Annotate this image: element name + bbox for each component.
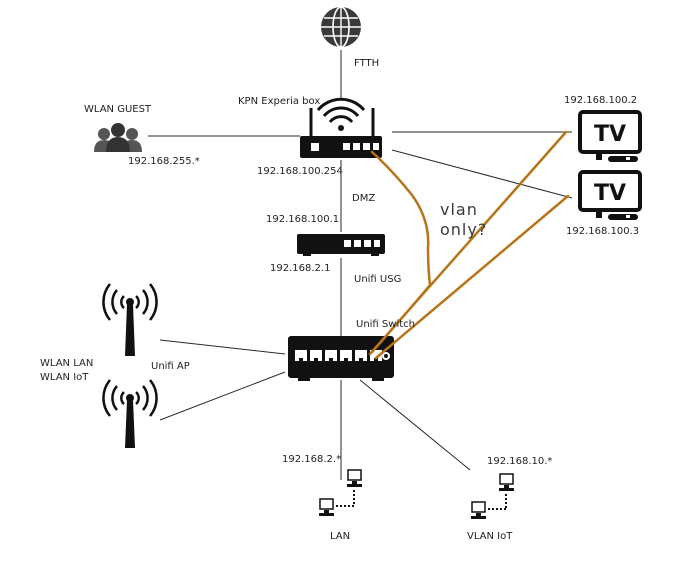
link-ap1-switch xyxy=(159,339,286,355)
link-ap2-switch xyxy=(159,371,286,421)
label-switch: Unifi Switch xyxy=(356,319,415,330)
note-vlan: vlan xyxy=(440,200,478,219)
label-tv1-ip: 192.168.100.2 xyxy=(564,95,637,106)
label-guest-subnet: 192.168.255.* xyxy=(128,156,200,167)
label-wlan-lan: WLAN LAN xyxy=(40,358,93,369)
annotation-strokes xyxy=(368,130,570,360)
link-switch-iot xyxy=(359,379,471,471)
label-iot-subnet: 192.168.10.* xyxy=(487,456,552,467)
label-usg: Unifi USG xyxy=(354,274,401,285)
computer-network-icon xyxy=(319,469,362,516)
label-dmz: DMZ xyxy=(352,193,375,204)
label-wlan-iot: WLAN IoT xyxy=(40,372,89,383)
tv-icon: TV xyxy=(578,170,642,220)
label-vlan-iot: VLAN IoT xyxy=(467,531,513,542)
label-wlan-guest: WLAN GUEST xyxy=(84,104,152,115)
note-only: only? xyxy=(440,220,487,239)
label-router: KPN Experia box xyxy=(238,96,320,107)
label-ftth: FTTH xyxy=(354,58,379,69)
connection-lines xyxy=(148,50,573,480)
labels: FTTH KPN Experia box WLAN GUEST 192.168.… xyxy=(40,58,639,542)
antenna-icon xyxy=(102,379,158,448)
link-router-tv2 xyxy=(391,149,573,199)
tv-2-label: TV xyxy=(594,181,626,206)
tv-icon: TV xyxy=(578,110,642,162)
antenna-icon xyxy=(102,283,158,356)
label-usg-lan-ip: 192.168.2.1 xyxy=(270,263,330,274)
label-ap: Unifi AP xyxy=(151,361,190,372)
label-lan: LAN xyxy=(330,531,350,542)
annotation-stroke-tv1 xyxy=(368,130,568,356)
label-router-ip: 192.168.100.254 xyxy=(257,166,343,177)
gateway-icon xyxy=(297,234,385,256)
label-tv2-ip: 192.168.100.3 xyxy=(566,226,639,237)
users-icon xyxy=(94,123,142,152)
globe-icon xyxy=(321,6,361,48)
tv-1-label: TV xyxy=(594,122,626,147)
computer-network-icon xyxy=(471,473,514,519)
annotation-stroke-tv2 xyxy=(374,194,570,360)
label-usg-wan-ip: 192.168.100.1 xyxy=(266,214,339,225)
network-switch-icon xyxy=(288,336,394,381)
label-lan-subnet: 192.168.2.* xyxy=(282,454,341,465)
wifi-router-icon xyxy=(300,97,382,158)
